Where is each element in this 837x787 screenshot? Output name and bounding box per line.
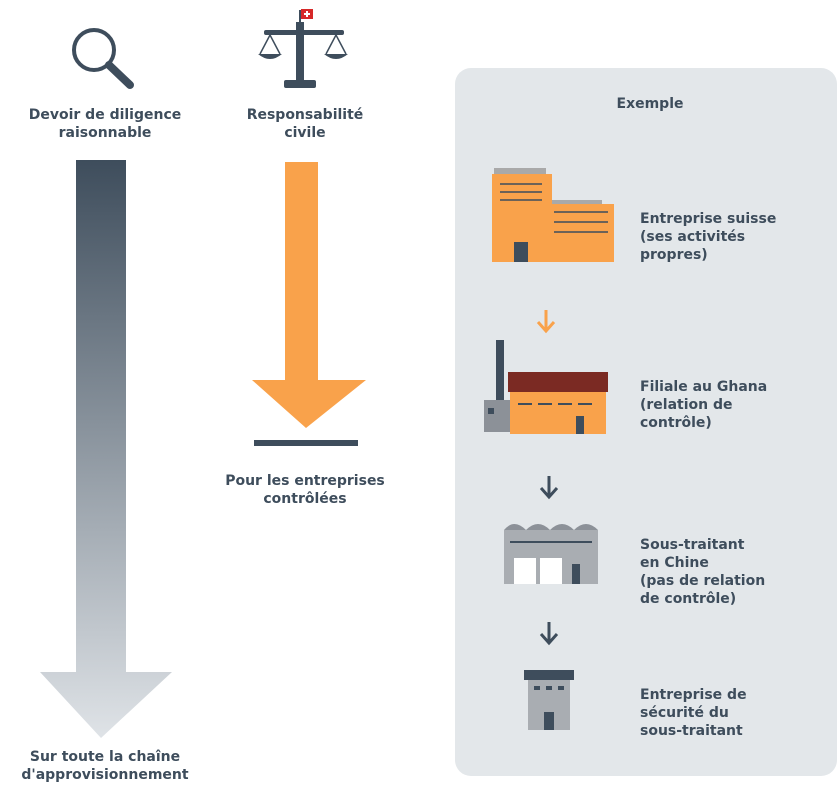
scales-icon [258, 9, 348, 88]
office-building-icon [492, 168, 614, 262]
factory-icon [484, 340, 608, 434]
example-title: Exemple [616, 96, 684, 112]
swiss-company-label: Entreprise suisse (ses activités propres… [640, 211, 777, 263]
controlled-companies-label: Pour les entreprises contrôlées [225, 473, 385, 507]
china-subcontractor-label: Sous-traitant en Chine (pas de relation … [640, 537, 766, 607]
due-diligence-title: Devoir de diligence raisonnable [28, 107, 182, 141]
ghana-subsidiary-label: Filiale au Ghana (relation de contrôle) [640, 379, 768, 431]
liability-arrow [252, 162, 366, 428]
security-company-label: Entreprise de sécurité du sous-traitant [640, 687, 747, 739]
supply-chain-label: Sur toute la chaîne d'approvisionnement [21, 749, 189, 783]
supply-chain-arrow [40, 160, 172, 738]
warehouse-icon [504, 524, 598, 584]
arrow-down-orange-icon [536, 310, 556, 334]
arrow-down-slate-icon [539, 622, 559, 646]
liability-limit-bar [254, 440, 358, 446]
arrow-down-slate-icon [539, 476, 559, 500]
civil-liability-title: Responsabilité civile [246, 107, 364, 141]
small-building-icon [524, 670, 574, 730]
magnifier-icon [72, 28, 134, 89]
